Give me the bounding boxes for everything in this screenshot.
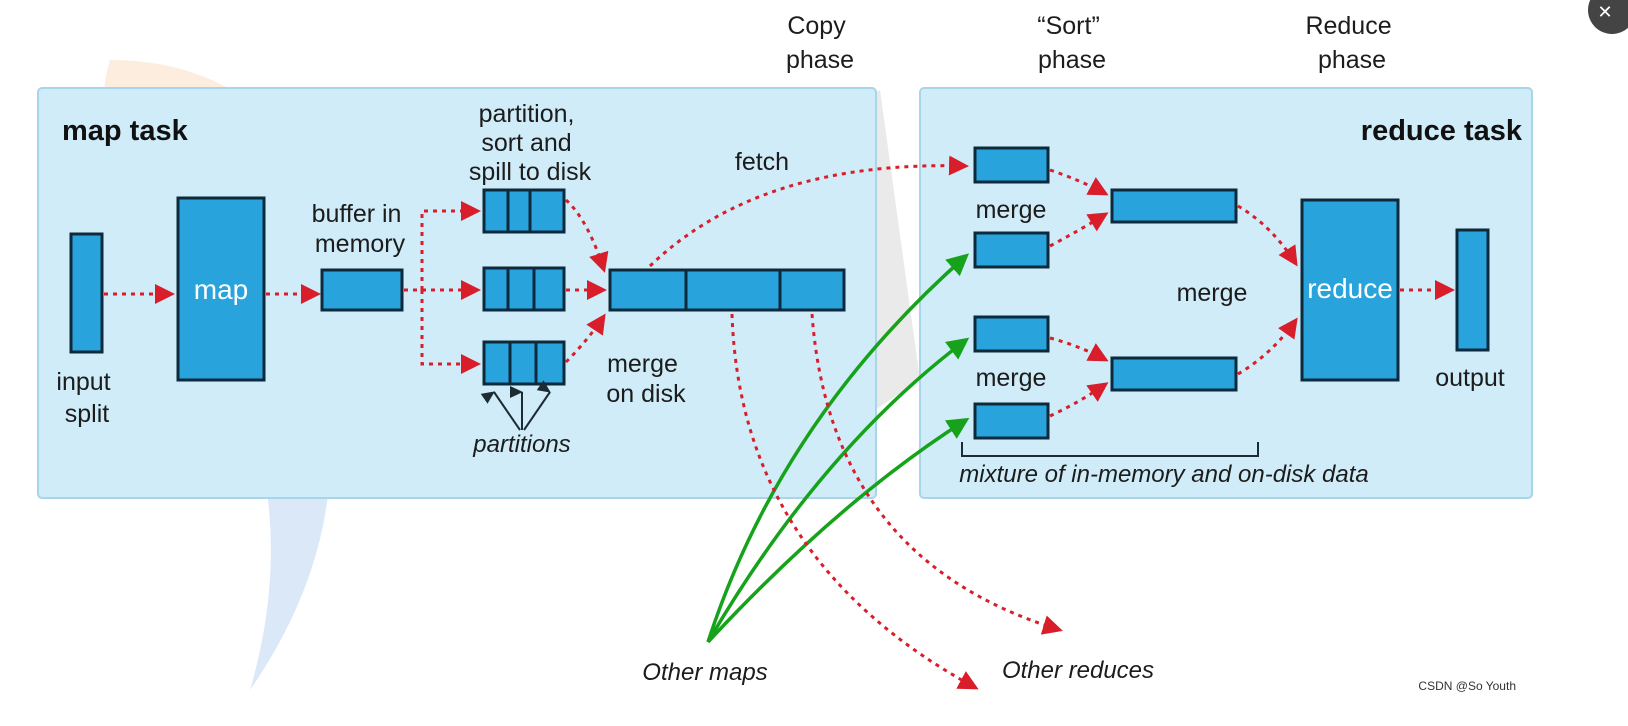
partition-sort-spill-label: partition, sort and spill to disk — [469, 100, 592, 186]
merged-segment-box — [1110, 188, 1238, 224]
input-split-box — [69, 232, 104, 354]
mixture-bracket — [961, 442, 1259, 457]
map-task-panel — [37, 87, 877, 499]
output-label: output — [1435, 364, 1505, 392]
map-box — [176, 196, 266, 382]
spill-file — [482, 266, 566, 312]
fetch-label: fetch — [735, 148, 789, 176]
merge-label-middle: merge — [1177, 279, 1248, 307]
partitions-label: partitions — [472, 431, 570, 458]
fetch-arrow — [648, 155, 969, 268]
mixture-label: mixture of in-memory and on-disk data — [959, 461, 1369, 488]
reduce-phase-label: Reduce phase — [1305, 12, 1398, 74]
map-box-label: map — [194, 274, 248, 305]
partitions-pointer — [480, 380, 551, 431]
merged-segment-box — [1110, 356, 1238, 392]
map-side-arrows — [104, 198, 609, 374]
reduce-task-title: reduce task — [1361, 115, 1523, 147]
copied-segment-box — [973, 231, 1050, 269]
other-reduces-label: Other reduces — [1002, 657, 1154, 684]
merged-map-output — [608, 268, 846, 312]
other-maps-arrows — [706, 253, 970, 644]
map-task-title: map task — [62, 115, 189, 147]
reduce-box — [1300, 198, 1400, 382]
copied-segment-box — [973, 402, 1050, 440]
close-icon: ✕ — [1597, 2, 1612, 22]
copy-phase-label: Copy phase — [786, 12, 854, 74]
other-maps-label: Other maps — [642, 659, 767, 686]
buffer-in-memory-box — [320, 268, 404, 312]
reduce-task-panel — [919, 87, 1533, 499]
buffer-in-memory-label: buffer in memory — [312, 200, 409, 258]
merge-label-top: merge — [976, 196, 1047, 224]
sort-phase-label: “Sort” phase — [1037, 12, 1106, 74]
spill-file — [482, 188, 566, 234]
output-box — [1455, 228, 1490, 352]
reduce-box-label: reduce — [1307, 273, 1393, 304]
copied-segment-box — [973, 146, 1050, 184]
csdn-credit: CSDN @So Youth — [1418, 679, 1516, 693]
merge-on-disk-label: merge on disk — [606, 350, 686, 408]
corner-close-badge[interactable] — [1588, 0, 1628, 34]
input-split-label: input split — [56, 368, 117, 428]
merge-label-bottom: merge — [976, 364, 1047, 392]
copied-segment-box — [973, 315, 1050, 353]
reduce-side-arrows — [1049, 168, 1455, 418]
other-reduces-arrows — [730, 313, 1063, 690]
spill-file — [482, 340, 566, 386]
